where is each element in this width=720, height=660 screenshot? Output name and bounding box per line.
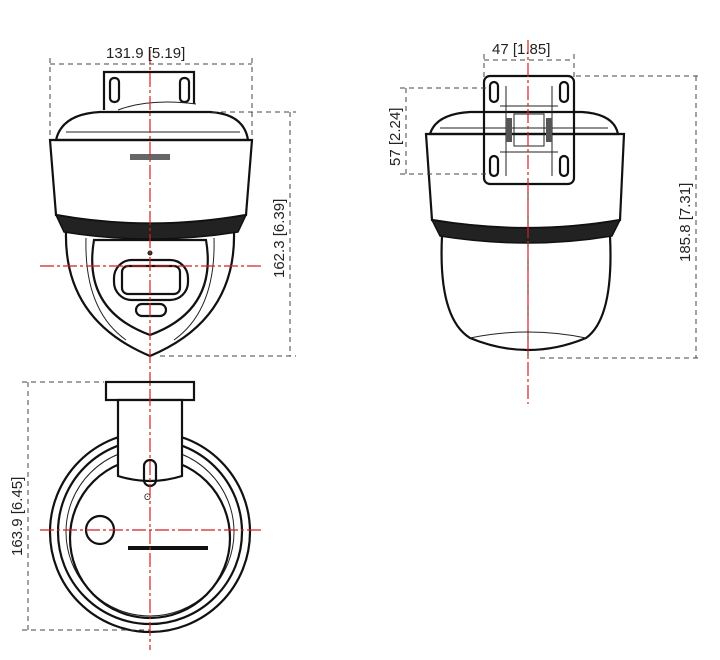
bottom-height-label: 163.9 [6.45] — [9, 477, 26, 556]
front-dark-ring — [54, 214, 248, 240]
bottom-arm-marking: ʘ — [144, 492, 151, 502]
side-mount-detail-right — [546, 118, 552, 142]
side-mount-slot-4 — [558, 154, 570, 178]
side-mount-slot-1 — [488, 80, 500, 104]
front-top-cap — [54, 110, 250, 142]
side-dark-ring — [430, 219, 622, 244]
front-label-strip — [130, 154, 170, 160]
front-mount-bracket — [102, 70, 196, 110]
front-width-label: 131.9 [5.19] — [106, 45, 185, 62]
front-lens-outer — [112, 258, 190, 302]
front-mount-neck — [117, 101, 197, 111]
front-view: 131.9 [5.19] 162.3 [6.39] — [40, 45, 296, 392]
front-dome-inner-right — [173, 237, 215, 341]
side-mount-height-label: 57 [2.24] — [387, 108, 404, 166]
side-mount-slot-2 — [558, 80, 570, 104]
front-dome-inner-left — [85, 237, 127, 341]
side-body — [424, 132, 626, 230]
bottom-lens-bar — [128, 546, 208, 550]
front-body — [48, 138, 254, 225]
side-view: 47 [1.85] 57 [2.24] 185.8 [7.31] — [387, 40, 702, 404]
side-dome — [440, 235, 612, 352]
front-ir-window — [134, 302, 168, 318]
side-mount-plate — [482, 74, 576, 186]
side-mount-slot-3 — [488, 154, 500, 178]
front-mount-slot-left — [108, 76, 121, 104]
side-total-height-label: 185.8 [7.31] — [677, 183, 694, 262]
front-height-label: 162.3 [6.39] — [271, 199, 288, 278]
front-lens-inner — [120, 264, 182, 296]
side-top-cap — [428, 110, 620, 136]
bottom-view: ʘ 163.9 [6.45] — [9, 380, 262, 650]
front-mount-slot-right — [178, 76, 191, 104]
side-mount-width-label: 47 [1.85] — [492, 41, 550, 58]
side-mount-detail-left — [506, 118, 512, 142]
